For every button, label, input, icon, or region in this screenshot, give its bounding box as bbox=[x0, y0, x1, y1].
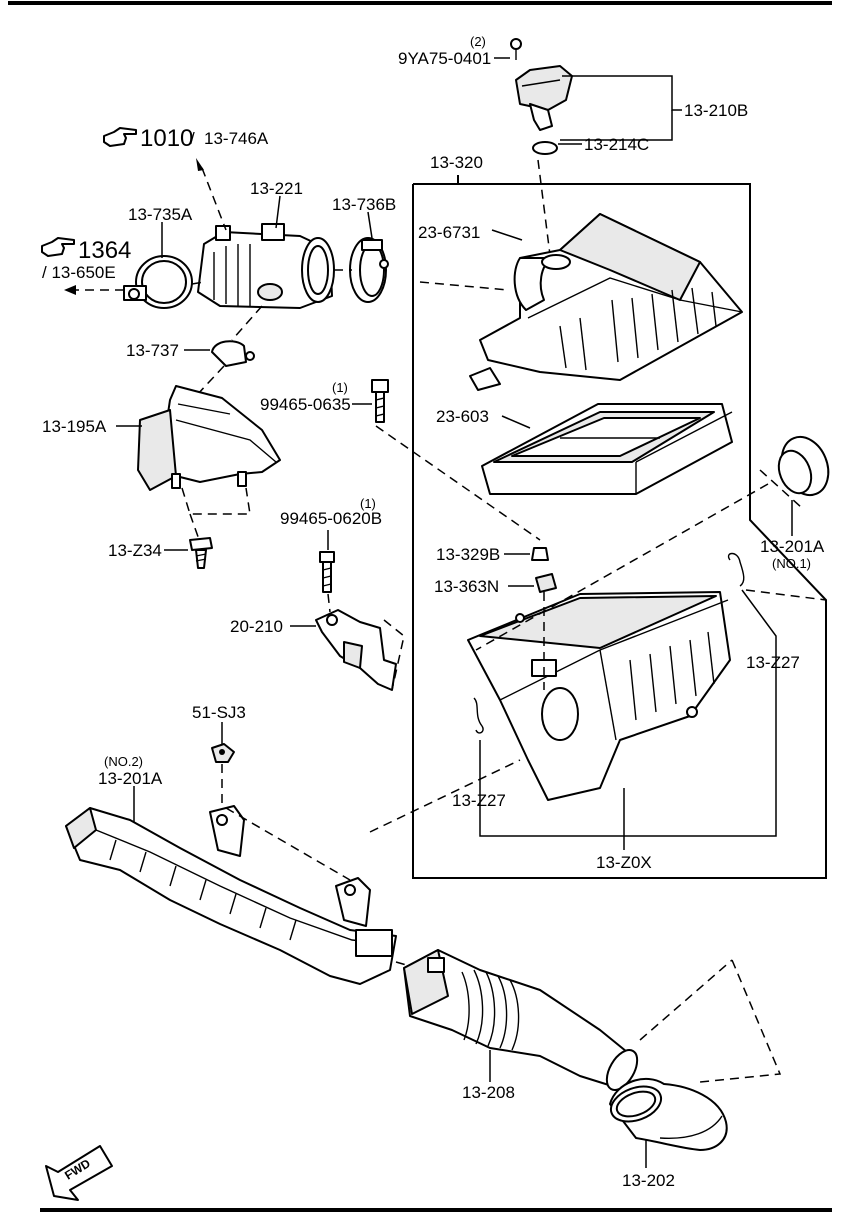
label-23-6731: 23-6731 bbox=[418, 223, 480, 242]
label-13-210b: 13-210B bbox=[684, 101, 748, 120]
dash-hose-to-202 bbox=[639, 959, 733, 1041]
dash-seal-case bbox=[475, 483, 769, 651]
bracket-20-210 bbox=[315, 609, 397, 691]
dash-seal bbox=[759, 469, 803, 509]
nut-51-sj3 bbox=[211, 743, 235, 763]
label-9ya75-0401: 9YA75-0401 bbox=[398, 49, 491, 68]
label-13-735a: 13-735A bbox=[128, 205, 193, 224]
leader-13-210b bbox=[562, 75, 682, 111]
qty-0620b: (1) bbox=[360, 496, 376, 511]
dash-case-duct bbox=[369, 759, 521, 833]
mass-air-flow-sensor bbox=[510, 38, 573, 131]
dash-duct-mounts bbox=[225, 807, 351, 881]
label-13-201a-no2: 13-201A bbox=[98, 769, 163, 788]
dash-202 bbox=[699, 959, 782, 1083]
leader-13-z27 bbox=[479, 589, 777, 837]
fwd-arrow-icon bbox=[45, 1145, 113, 1201]
clamp-13-735a bbox=[123, 255, 193, 309]
reference-hand-icon bbox=[41, 237, 75, 257]
label-23-603: 23-603 bbox=[436, 407, 489, 426]
o-ring bbox=[532, 141, 558, 155]
ref-1010: 1010 bbox=[140, 125, 193, 152]
leader-23-6731 bbox=[491, 229, 523, 241]
clamp-13-736b bbox=[349, 237, 389, 303]
label-13-320: 13-320 bbox=[430, 153, 483, 172]
label-13-363n: 13-363N bbox=[434, 577, 499, 596]
dash-resonator-mount bbox=[181, 487, 251, 515]
leader-13-736b bbox=[367, 211, 373, 239]
label-13-202: 13-202 bbox=[622, 1171, 675, 1190]
nut-13-363n bbox=[535, 573, 557, 593]
arrow-to-1364 bbox=[64, 285, 76, 295]
grommet-13-329b bbox=[531, 547, 549, 561]
resonator-13-195a bbox=[137, 385, 281, 491]
label-13-329b: 13-329B bbox=[436, 545, 500, 564]
arrow-to-1010 bbox=[196, 158, 204, 171]
dash-clamp-adapter bbox=[191, 281, 205, 285]
intake-adapter bbox=[197, 223, 335, 309]
ref-separator-slash: / bbox=[190, 129, 195, 148]
label-13-195a: 13-195A bbox=[42, 417, 107, 436]
label-13-214c: 13-214C bbox=[584, 135, 649, 154]
label-20-210: 20-210 bbox=[230, 617, 283, 636]
air-hose-13-202 bbox=[609, 1077, 728, 1151]
air-hose-13-208 bbox=[403, 949, 639, 1091]
reference-hand-icon bbox=[103, 127, 137, 147]
air-cleaner-case bbox=[467, 591, 731, 801]
leader-13-210b-2 bbox=[560, 110, 673, 141]
label-13-737: 13-737 bbox=[126, 341, 179, 360]
dash-bracket bbox=[383, 619, 405, 691]
leader-13-221 bbox=[275, 195, 281, 229]
fresh-air-duct-no2 bbox=[65, 805, 397, 985]
clip-13-z27-right bbox=[727, 552, 745, 587]
label-no2: (NO.2) bbox=[104, 754, 143, 769]
ref-13-650e: / 13-650E bbox=[42, 263, 116, 282]
label-13-201a-no1: 13-201A bbox=[760, 537, 825, 556]
dash-to-1010 bbox=[201, 167, 227, 231]
filter-element bbox=[481, 403, 733, 495]
air-cleaner-cover bbox=[469, 213, 743, 391]
clip-13-737 bbox=[211, 340, 255, 367]
label-13-z0x: 13-Z0X bbox=[596, 853, 652, 872]
label-no1: (NO.1) bbox=[772, 556, 811, 571]
dash-z27 bbox=[745, 589, 827, 601]
sensor-dash bbox=[537, 159, 551, 256]
label-99465-0635: 99465-0635 bbox=[260, 395, 351, 414]
dash-bolt-bracket bbox=[327, 593, 331, 613]
label-51-sj3: 51-SJ3 bbox=[192, 703, 246, 722]
dash-bolt-case bbox=[375, 425, 541, 541]
dash-cover-adapter bbox=[419, 281, 509, 291]
label-13-z27-right: 13-Z27 bbox=[746, 653, 800, 672]
qty-9ya75: (2) bbox=[470, 34, 486, 49]
dash-clip-resonator bbox=[195, 365, 225, 397]
bolt-99465-0635 bbox=[371, 379, 389, 423]
ref-13-746a: 13-746A bbox=[204, 129, 269, 148]
label-13-736b: 13-736B bbox=[332, 195, 396, 214]
bolt-99465-0620b bbox=[319, 551, 335, 593]
label-13-221: 13-221 bbox=[250, 179, 303, 198]
label-13-z34: 13-Z34 bbox=[108, 541, 162, 560]
qty-0635: (1) bbox=[332, 380, 348, 395]
label-99465-0620b: 99465-0620B bbox=[280, 509, 382, 528]
leader-23-603 bbox=[501, 415, 531, 429]
clip-13-z27-left bbox=[473, 697, 484, 734]
dash-duct-hose bbox=[395, 961, 411, 967]
duct-seal-no1 bbox=[777, 435, 830, 497]
screw-13-z34 bbox=[189, 537, 213, 569]
label-13-z27-left: 13-Z27 bbox=[452, 791, 506, 810]
label-13-208: 13-208 bbox=[462, 1083, 515, 1102]
dash-adapter-clip bbox=[231, 305, 263, 341]
ref-1364: 1364 bbox=[78, 237, 131, 264]
